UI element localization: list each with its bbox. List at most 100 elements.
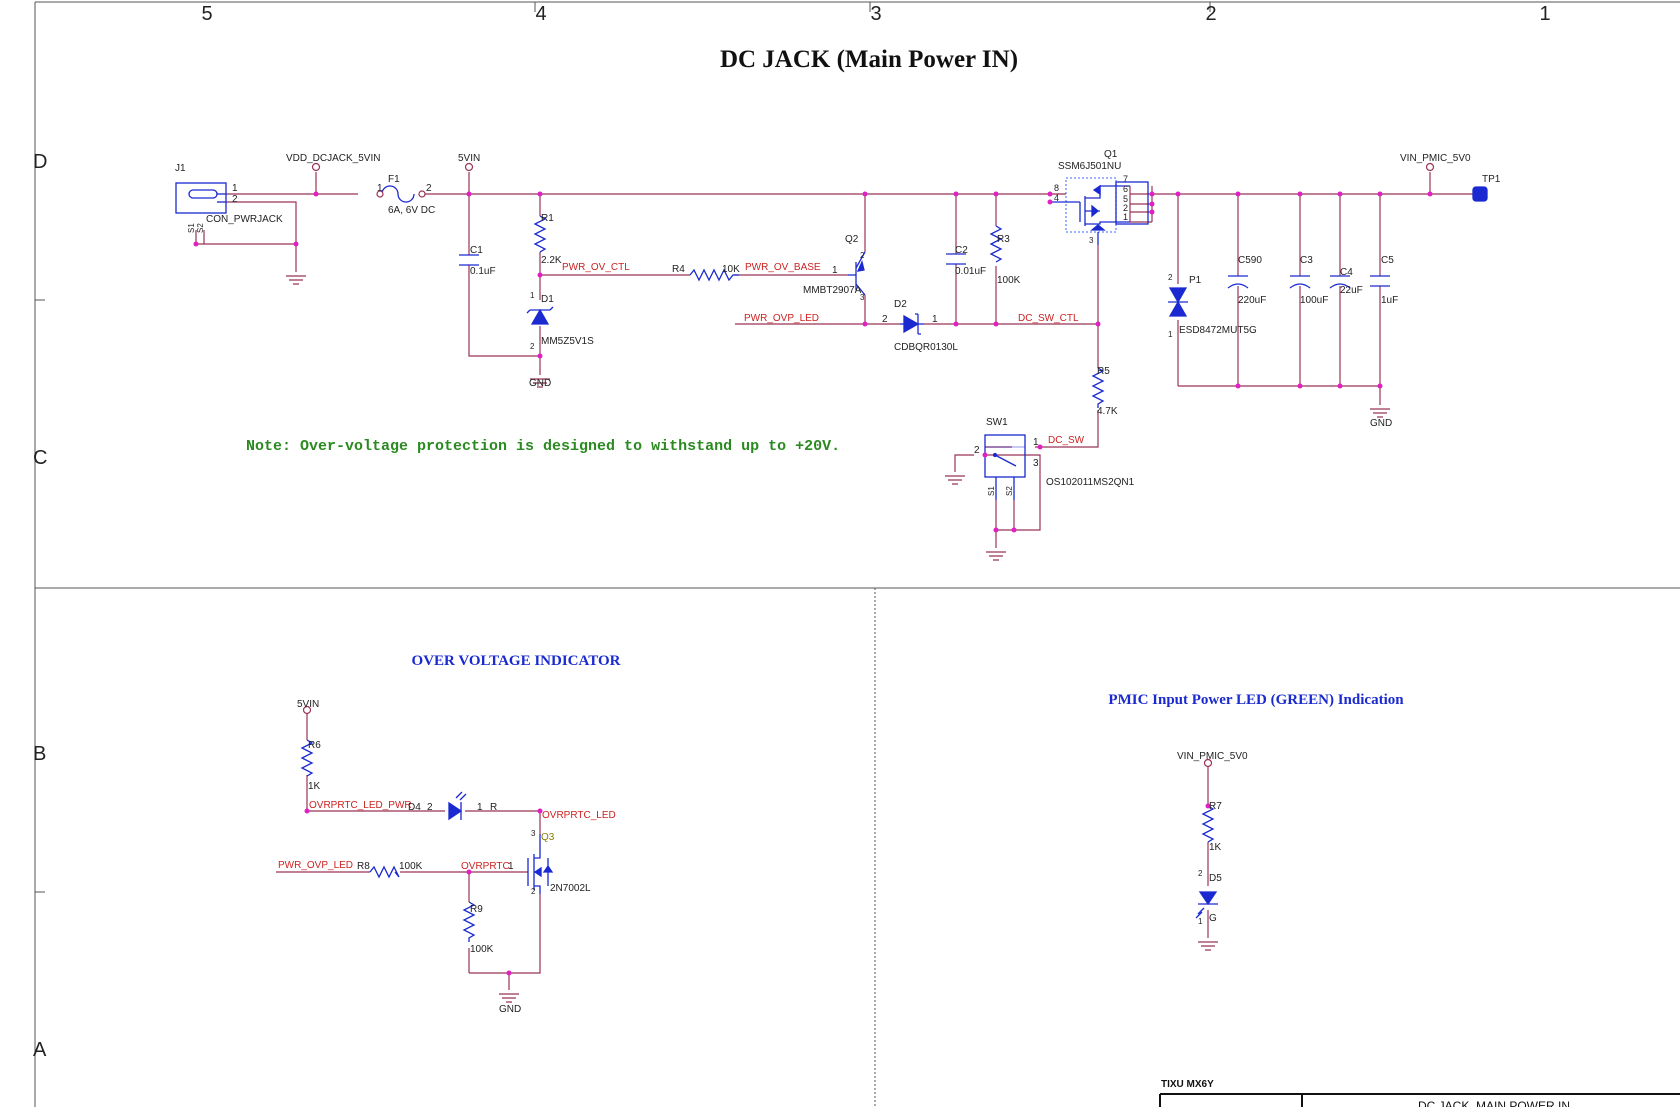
ground-icon: [1370, 408, 1390, 418]
net-label-5vin: 5VIN: [458, 153, 480, 164]
net-label-dc-sw: DC_SW: [1048, 435, 1085, 446]
column-markers: 5 4 3 2 1: [201, 3, 1550, 25]
net-label-ovrprtc: OVRPRTC: [461, 861, 510, 872]
resistor-r4[interactable]: [689, 268, 739, 282]
ref-f1: F1: [388, 174, 400, 185]
net-label-vin-pmic: VIN_PMIC_5V0: [1400, 153, 1471, 164]
ref-p1: P1: [1189, 275, 1202, 286]
transistor-q2[interactable]: [848, 251, 866, 296]
net-label-vin-pmic: VIN_PMIC_5V0: [1177, 751, 1248, 762]
ref-r3: R3: [997, 234, 1010, 245]
ref-r5: R5: [1097, 366, 1110, 377]
resistor-r8[interactable]: [369, 865, 400, 879]
row-markers: D C B A: [33, 151, 47, 1061]
dc-jack-j1[interactable]: [175, 182, 227, 214]
mosfet-q3[interactable]: [527, 834, 554, 894]
wires-main: [195, 172, 1475, 548]
pin-q1: 7: [1123, 174, 1128, 184]
pin-q2-1: 1: [832, 265, 838, 276]
pin-f1-2: 2: [426, 183, 432, 194]
pin-sw1-s1: S1: [987, 486, 996, 496]
pin-d1-2: 2: [530, 342, 535, 351]
ref-c590: C590: [1238, 255, 1262, 266]
value-r1: 2.2K: [541, 255, 562, 266]
mosfet-q1[interactable]: [1050, 177, 1149, 245]
net-label-ovrprtc-led: OVRPRTC_LED: [542, 810, 616, 821]
value-c3: 100uF: [1300, 295, 1328, 306]
pin-q1: 5: [1123, 194, 1128, 204]
ref-q2: Q2: [845, 234, 859, 245]
value-r7: 1K: [1209, 842, 1222, 853]
net-ports: [302, 162, 1435, 768]
pin-j1-1: 1: [232, 183, 238, 194]
zener-diode-d1[interactable]: [526, 306, 554, 325]
pin-q3-2: 2: [531, 887, 536, 896]
value-d1: MM5Z5V1S: [541, 336, 594, 347]
net-label-vdd-dcjack: VDD_DCJACK_5VIN: [286, 153, 380, 164]
value-r9: 100K: [470, 944, 494, 955]
resistor-r6[interactable]: [300, 739, 314, 777]
column-marker: 4: [535, 3, 546, 25]
main-section-title: DC JACK (Main Power IN): [720, 46, 1018, 73]
ref-d5: D5: [1209, 873, 1222, 884]
ref-tp1: TP1: [1482, 174, 1501, 185]
pin-d5-2: 2: [1198, 869, 1203, 878]
resistor-r1[interactable]: [533, 215, 547, 253]
capacitor-c590[interactable]: [1227, 275, 1249, 289]
capacitor-c1[interactable]: [459, 254, 479, 266]
ref-q3: Q3: [541, 832, 555, 843]
value-c4: 22uF: [1340, 285, 1363, 296]
value-f1: 6A, 6V DC: [388, 205, 435, 216]
pmic-section-title: PMIC Input Power LED (GREEN) Indication: [1108, 692, 1404, 708]
ovp-note: Note: Over-voltage protection is designe…: [246, 438, 840, 455]
column-marker: 5: [201, 3, 212, 25]
ref-c4: C4: [1340, 267, 1353, 278]
row-marker: B: [33, 743, 46, 765]
capacitor-c2[interactable]: [946, 253, 966, 265]
ref-c1: C1: [470, 245, 483, 256]
test-point-tp1[interactable]: [1472, 186, 1488, 202]
ground-icon: [286, 275, 306, 285]
fuse-f1[interactable]: [381, 185, 415, 203]
capacitor-c4[interactable]: [1329, 275, 1351, 289]
diode-d2[interactable]: [900, 313, 924, 335]
pin-q3-1: 1: [508, 861, 514, 872]
ovp-section-title: OVER VOLTAGE INDICATOR: [412, 653, 621, 669]
esd-diode-p1[interactable]: [1168, 287, 1188, 317]
ground-icon: [530, 378, 550, 388]
net-label-pwr-ovp-led: PWR_OVP_LED: [278, 860, 353, 871]
column-marker: 3: [870, 3, 881, 25]
capacitor-c5[interactable]: [1370, 275, 1390, 287]
value-r3: 100K: [997, 275, 1021, 286]
value-c590: 220uF: [1238, 295, 1266, 306]
net-label-gnd: GND: [1370, 418, 1392, 429]
ground-icon: [499, 993, 519, 1003]
pin-j1-s2: S2: [196, 223, 205, 233]
led-d5[interactable]: [1195, 891, 1218, 919]
resistor-r7[interactable]: [1201, 805, 1215, 843]
resistor-r3[interactable]: [989, 225, 1003, 263]
pin-q1: 2: [1123, 203, 1128, 213]
junctions: [193, 191, 1433, 976]
net-label-gnd: GND: [499, 1004, 521, 1015]
capacitor-c3[interactable]: [1289, 275, 1311, 289]
pin-q3-3: 3: [531, 829, 536, 838]
pin-j1-s1: S1: [187, 223, 196, 233]
resistor-r9[interactable]: [462, 901, 476, 942]
pin-q1: 8: [1054, 183, 1059, 193]
resistor-r5[interactable]: [1091, 367, 1105, 408]
pin-d4-1: 1: [477, 802, 483, 813]
title-block-project: TIXU MX6Y: [1161, 1079, 1214, 1090]
value-c5: 1uF: [1381, 295, 1398, 306]
net-label-dc-sw-ctl: DC_SW_CTL: [1018, 313, 1079, 324]
pin-d1-1: 1: [530, 291, 535, 300]
led-d4[interactable]: [448, 791, 467, 821]
pin-p1-2: 2: [1168, 273, 1173, 282]
value-c1: 0.1uF: [470, 266, 496, 277]
pin-sw1-s2: S2: [1005, 486, 1014, 496]
net-label-pwr-ov-ctl: PWR_OV_CTL: [562, 262, 630, 273]
pin-f1-1: 1: [377, 183, 383, 194]
value-r4: 10K: [722, 264, 740, 275]
row-marker: C: [33, 447, 47, 469]
pin-d2-1: 1: [932, 314, 938, 325]
